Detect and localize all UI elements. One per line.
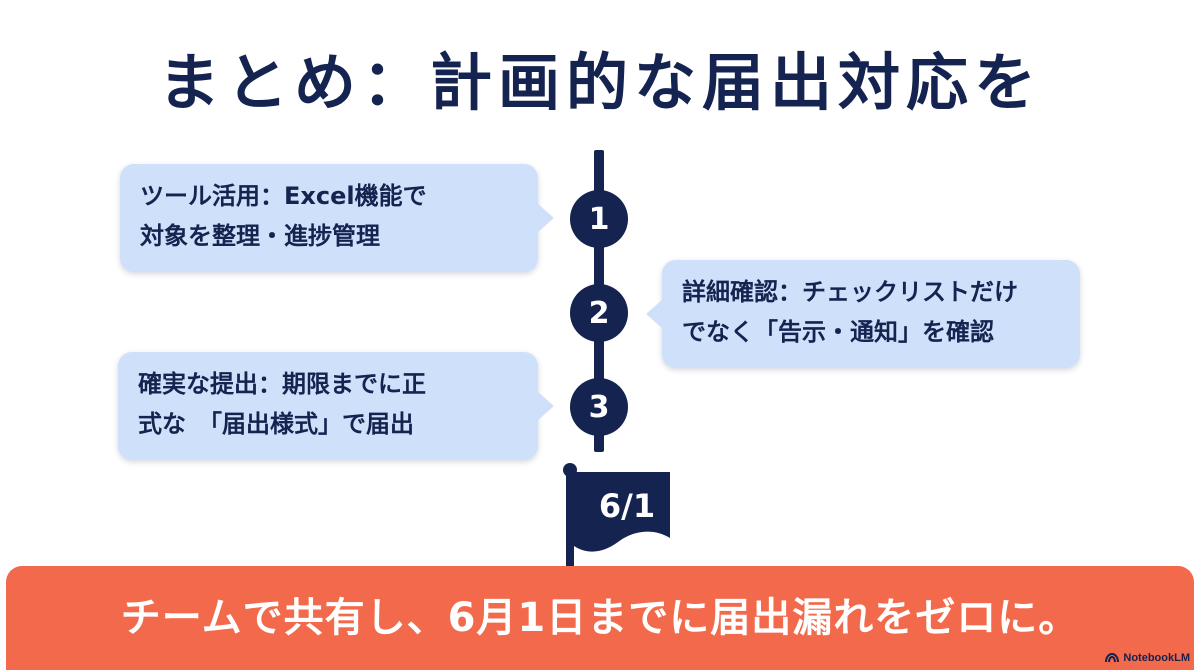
step-2-bubble: 詳細確認：チェックリストだけ でなく「告示・通知」を確認 (646, 260, 1080, 368)
step-1-circle: 1 (570, 190, 628, 248)
banner-text: チームで共有し、6月1日までに届出漏れをゼロに。 (120, 595, 1080, 641)
watermark-text: NotebookLM (1123, 652, 1190, 664)
step-1-text: ツール活用：Excel機能で 対象を整理・進捗管理 (140, 182, 427, 250)
step-2-text: 詳細確認：チェックリストだけ でなく「告示・通知」を確認 (682, 278, 1018, 346)
notebooklm-logo-icon (1105, 653, 1120, 663)
step-3-text: 確実な提出：期限までに正 式な 「届出様式」で届出 (138, 370, 426, 438)
step-1-bubble: ツール活用：Excel機能で 対象を整理・進捗管理 (120, 164, 554, 272)
step-3-bubble: 確実な提出：期限までに正 式な 「届出様式」で届出 (118, 352, 554, 460)
step-2-circle: 2 (570, 284, 628, 342)
watermark: NotebookLM (1105, 652, 1190, 664)
deadline-flag-icon (574, 472, 670, 552)
page-title: まとめ：計画的な届出対応を (157, 46, 1042, 119)
bottom-banner (6, 566, 1194, 670)
flag-knob (563, 463, 577, 477)
flag-date-label: 6/1 (598, 487, 656, 525)
flag-pole (566, 470, 574, 580)
step-3-circle: 3 (570, 378, 628, 436)
